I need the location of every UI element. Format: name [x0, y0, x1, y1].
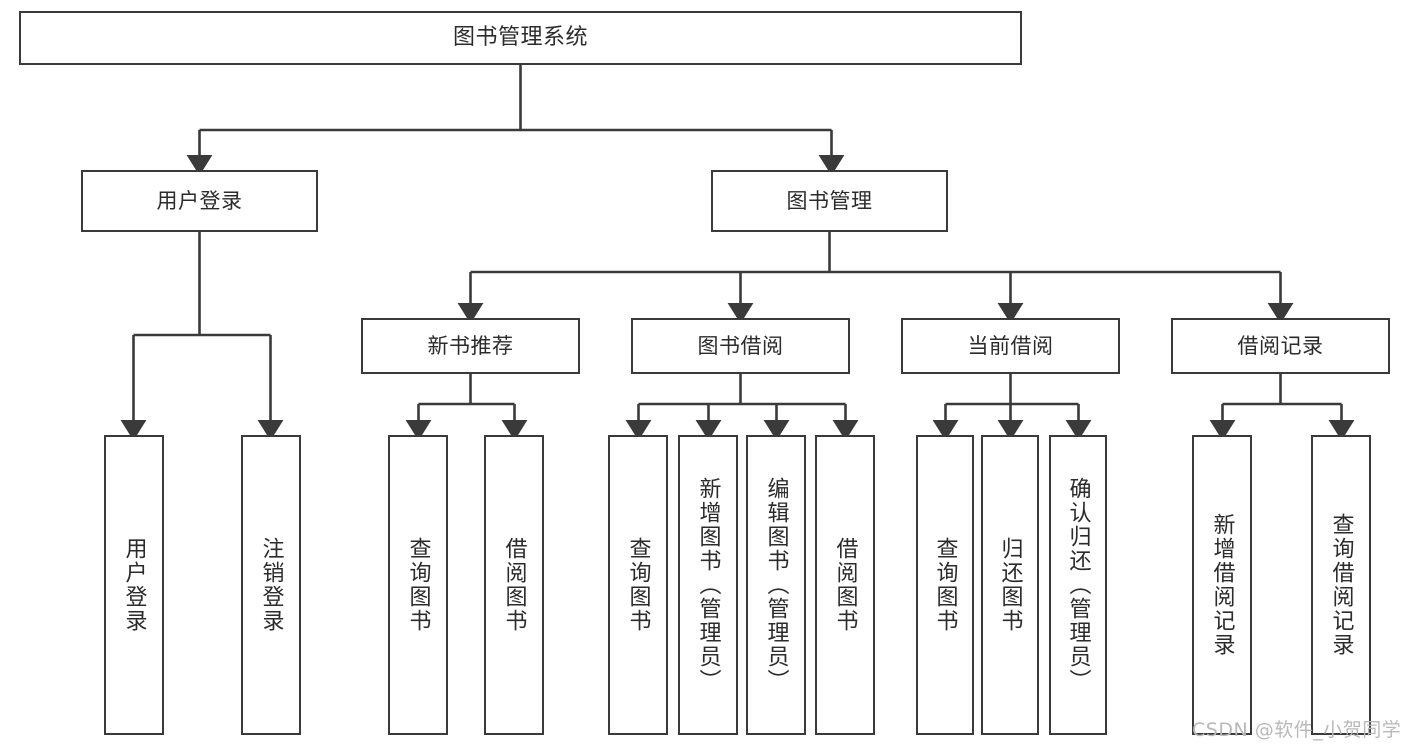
- leaf-confirm-return[interactable]: 确认归还（管理员）: [1049, 435, 1107, 735]
- leaf-query-book-3-label: 查询图书: [932, 537, 958, 633]
- leaf-query-book-1[interactable]: 查询图书: [388, 435, 448, 735]
- node-root-label: 图书管理系统: [452, 25, 588, 51]
- node-current-borrow[interactable]: 当前借阅: [901, 318, 1120, 374]
- leaf-borrow-book-1[interactable]: 借阅图书: [484, 435, 544, 735]
- leaf-query-book-2[interactable]: 查询图书: [608, 435, 668, 735]
- leaf-user-logout[interactable]: 注销登录: [241, 435, 301, 735]
- leaf-user-login[interactable]: 用户登录: [104, 435, 164, 735]
- node-book-borrow[interactable]: 图书借阅: [631, 318, 850, 374]
- node-book-manage[interactable]: 图书管理: [711, 170, 948, 232]
- node-root[interactable]: 图书管理系统: [19, 11, 1022, 65]
- leaf-query-book-1-label: 查询图书: [405, 537, 431, 633]
- leaf-borrow-book-2-label: 借阅图书: [832, 537, 858, 633]
- node-new-book-recommend-label: 新书推荐: [427, 333, 514, 358]
- node-borrow-record[interactable]: 借阅记录: [1171, 318, 1390, 374]
- leaf-return-book-label: 归还图书: [997, 537, 1023, 633]
- leaf-borrow-book-1-label: 借阅图书: [501, 537, 527, 633]
- node-book-manage-label: 图书管理: [786, 188, 873, 213]
- leaf-edit-book-label: 编辑图书（管理员）: [763, 477, 789, 693]
- leaf-add-record[interactable]: 新增借阅记录: [1192, 435, 1252, 735]
- node-user-login[interactable]: 用户登录: [81, 170, 318, 232]
- leaf-add-book-label: 新增图书（管理员）: [695, 477, 721, 693]
- leaf-query-record-label: 查询借阅记录: [1328, 513, 1354, 657]
- leaf-add-record-label: 新增借阅记录: [1209, 513, 1235, 657]
- leaf-confirm-return-label: 确认归还（管理员）: [1065, 477, 1091, 693]
- leaf-user-login-label: 用户登录: [121, 537, 147, 633]
- csdn-watermark: CSDN @软件_小贺同学: [1192, 719, 1402, 741]
- leaf-add-book[interactable]: 新增图书（管理员）: [678, 435, 738, 735]
- leaf-query-book-2-label: 查询图书: [625, 537, 651, 633]
- leaf-edit-book[interactable]: 编辑图书（管理员）: [746, 435, 806, 735]
- leaf-borrow-book-2[interactable]: 借阅图书: [815, 435, 875, 735]
- node-borrow-record-label: 借阅记录: [1237, 333, 1324, 358]
- node-current-borrow-label: 当前借阅: [967, 333, 1054, 358]
- leaf-user-logout-label: 注销登录: [258, 537, 284, 633]
- leaf-query-book-3[interactable]: 查询图书: [916, 435, 974, 735]
- leaf-return-book[interactable]: 归还图书: [981, 435, 1039, 735]
- node-new-book-recommend[interactable]: 新书推荐: [361, 318, 580, 374]
- node-book-borrow-label: 图书借阅: [697, 333, 784, 358]
- node-user-login-label: 用户登录: [156, 188, 243, 213]
- leaf-query-record[interactable]: 查询借阅记录: [1311, 435, 1371, 735]
